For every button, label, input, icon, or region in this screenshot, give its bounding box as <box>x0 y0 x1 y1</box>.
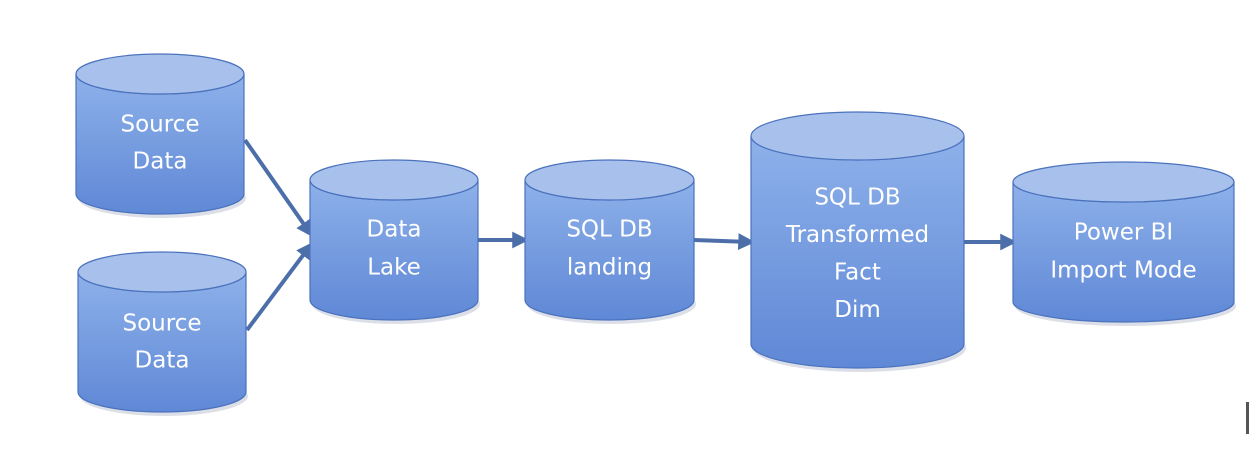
arrow-source-data-2-to-data-lake <box>245 241 314 332</box>
node-label-sql-db-landing-line-1: landing <box>567 255 652 281</box>
cylinder-sql-db-landing: SQL DB landing <box>524 159 696 324</box>
node-label-data-lake-line-1: Lake <box>367 255 421 281</box>
node-label-sql-db-transformed-line-1: Transformed <box>785 222 929 248</box>
node-label-sql-db-transformed-line-2: Fact <box>834 260 881 286</box>
arrow-sql-db-landing-to-sql-db-transformed <box>693 233 756 250</box>
cylinder-power-bi: Power BI Import Mode <box>1012 161 1236 326</box>
node-label-sql-db-transformed-line-3: Dim <box>834 297 881 323</box>
cylinder-body <box>75 73 245 215</box>
node-label-source-data-1-line-0: Source <box>121 112 200 138</box>
cylinder-top <box>309 159 479 201</box>
cylinder-top <box>750 111 965 161</box>
node-label-source-data-2-line-0: Source <box>123 311 202 337</box>
node-label-power-bi-line-0: Power BI <box>1074 220 1173 246</box>
text-cursor-mark <box>1246 402 1249 434</box>
node-label-sql-db-landing-line-0: SQL DB <box>566 217 652 243</box>
node-label-source-data-2-line-1: Data <box>135 348 190 374</box>
cylinder-body <box>524 179 695 321</box>
node-label-source-data-1-line-1: Data <box>133 149 188 175</box>
node-label-sql-db-transformed-line-0: SQL DB <box>814 185 900 211</box>
cylinder-top <box>75 53 245 95</box>
cylinder-top <box>77 251 247 293</box>
node-label-data-lake-line-0: Data <box>367 217 422 243</box>
cylinder-body <box>77 271 247 413</box>
cylinder-body <box>750 135 965 369</box>
cylinder-body <box>309 179 479 321</box>
node-label-power-bi-line-1: Import Mode <box>1050 258 1196 284</box>
cylinder-body <box>1012 181 1235 323</box>
edges-layer <box>243 138 1018 332</box>
cylinder-top <box>1012 161 1235 203</box>
arrow-source-data-1-to-data-lake <box>243 138 313 238</box>
cylinder-top <box>524 159 695 201</box>
